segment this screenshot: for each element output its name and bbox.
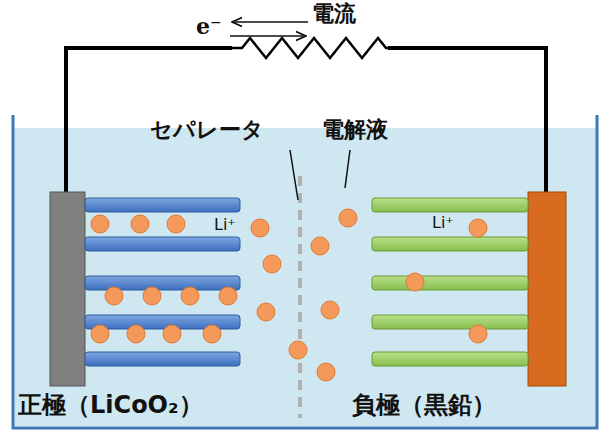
lithium-ion [339,209,357,227]
leader-line [345,150,350,188]
anode-collector [528,192,566,386]
anode-layer [372,352,528,366]
anode-layer [372,198,528,212]
lithium-ion [163,325,181,343]
lithium-ion [219,287,237,305]
anode-layer [372,276,528,290]
lithium-ion [257,303,275,321]
current-label: 電流 [312,2,356,26]
separator [298,176,302,418]
electrolyte [14,128,596,426]
lithium-ion [289,341,307,359]
current-arrow [232,21,308,23]
lithium-ion [203,325,221,343]
anode-label: 負極（黒鉛） [352,392,496,418]
anode-layer [372,237,528,251]
lithium-ion [91,325,109,343]
cathode-label: 正極（LiCoO₂） [18,392,203,418]
electron-arrow [230,35,306,37]
beaker [13,115,597,428]
lithium-ion [317,363,335,381]
lithium-ion [91,215,109,233]
cathode-layer [85,276,240,290]
lithium-ion [181,287,199,305]
separator-label: セパレータ [150,118,264,142]
lithium-ion [143,287,161,305]
lithium-ion [127,325,145,343]
anode-layer [372,315,528,329]
lithium-ion [251,219,269,237]
lithium-ion [131,215,149,233]
lithium-ion [469,325,487,343]
lithium-ion [321,301,339,319]
cathode-collector [50,192,85,386]
lithium-ion [167,215,185,233]
electron-label: e⁻ [196,14,222,38]
cathode-layer [85,352,240,366]
ion-label: Li⁺ [432,214,454,232]
lithium-ion [311,237,329,255]
lithium-ion [469,219,487,237]
lithium-ion [263,255,281,273]
lithium-ion [105,287,123,305]
cathode-layer [85,237,240,251]
lithium-ion [406,273,424,291]
leader-line [290,150,298,200]
ion-label: Li⁺ [214,216,236,234]
wire [66,48,546,192]
cathode-layer [85,198,240,212]
electrolyte-label: 電解液 [322,118,388,142]
resistor-symbol [232,38,388,58]
